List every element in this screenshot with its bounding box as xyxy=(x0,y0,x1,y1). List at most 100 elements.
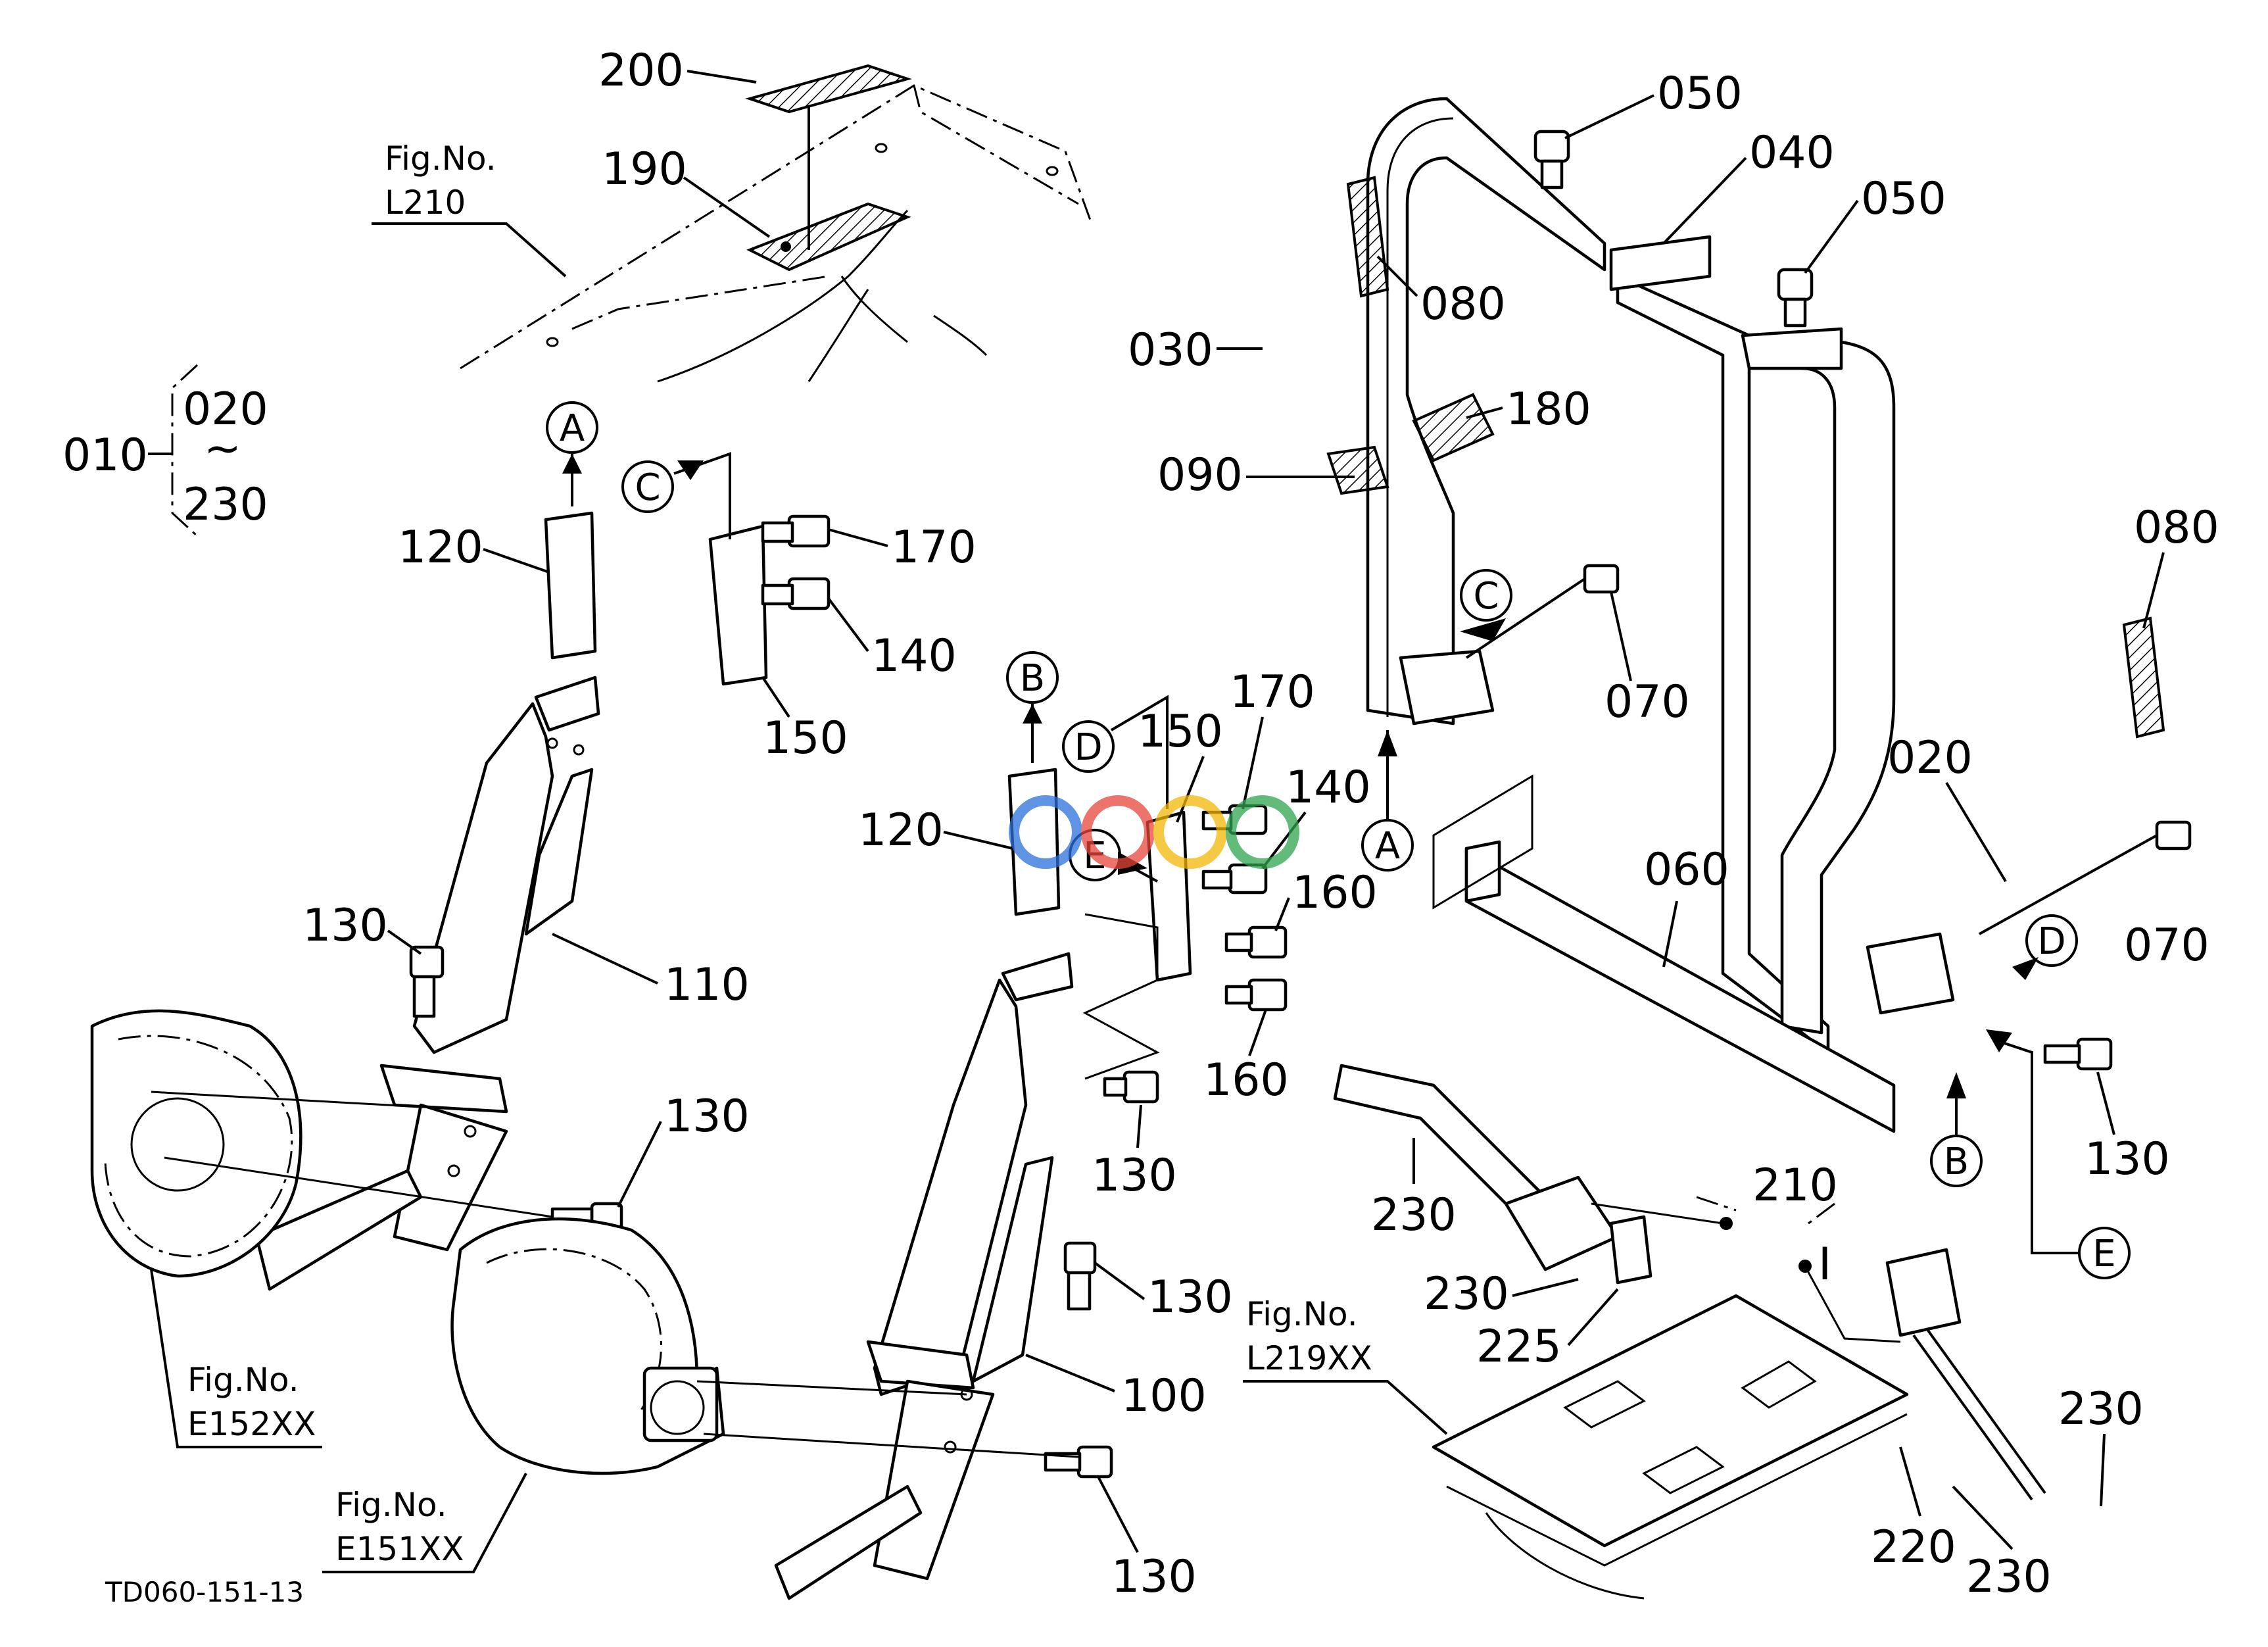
fig-ref-l219xx: Fig.No. L219XX xyxy=(1243,1295,1448,1435)
seat-base-l219xx xyxy=(1432,1294,1909,1600)
drawing-code: TD060-151-13 xyxy=(105,1576,304,1608)
svg-text:Fig.No.: Fig.No. xyxy=(1246,1295,1358,1333)
bolt-130-center-a-icon xyxy=(1103,1070,1159,1104)
svg-text:050: 050 xyxy=(1861,173,1946,225)
part-label-i: I xyxy=(1818,1239,1831,1291)
label-090-icon xyxy=(1326,445,1389,495)
decal-200-icon xyxy=(745,64,912,114)
bolt-140-center-icon xyxy=(1201,863,1268,895)
fig-ref-l210: Fig.No. L210 xyxy=(372,139,567,278)
svg-text:210: 210 xyxy=(1752,1160,1838,1212)
bolt-070-lower-icon xyxy=(1979,820,2192,935)
part-label-020: 020 xyxy=(1887,732,2007,883)
assembly-range-label: 010 020 ~ 230 xyxy=(62,364,268,537)
svg-text:E152XX: E152XX xyxy=(187,1405,316,1443)
seat-belt-assembly xyxy=(1333,1064,2046,1501)
part-label-160-a: 160 xyxy=(1274,867,1378,931)
svg-text:090: 090 xyxy=(1157,449,1243,501)
svg-text:A: A xyxy=(1375,825,1400,868)
svg-text:170: 170 xyxy=(891,522,977,574)
part-label-030: 030 xyxy=(1128,324,1263,376)
part-label-080-a: 080 xyxy=(1376,255,1506,330)
svg-text:200: 200 xyxy=(598,45,684,97)
part-label-200: 200 xyxy=(598,45,757,97)
part-label-130-d: 130 xyxy=(1094,1262,1233,1323)
svg-text:080: 080 xyxy=(2134,502,2219,554)
svg-text:130: 130 xyxy=(1111,1551,1197,1603)
part-label-120-b: 120 xyxy=(858,804,1013,856)
svg-text:130: 130 xyxy=(664,1091,750,1143)
svg-text:080: 080 xyxy=(1420,278,1506,330)
rops-upper-arch xyxy=(1366,97,1955,1054)
svg-text:225: 225 xyxy=(1476,1321,1562,1373)
bolt-140-left-icon xyxy=(761,577,831,610)
callout-c-left: C xyxy=(621,452,731,539)
svg-text:040: 040 xyxy=(1749,127,1835,179)
svg-text:A: A xyxy=(560,407,585,450)
part-label-050-a: 050 xyxy=(1564,68,1743,139)
part-label-130-c: 130 xyxy=(1092,1104,1177,1202)
fig-ref-e152xx: Fig.No. E152XX xyxy=(150,1269,322,1448)
svg-text:100: 100 xyxy=(1121,1370,1207,1422)
part-label-210: 210 xyxy=(1591,1160,1901,1343)
callout-b-right: B xyxy=(1930,1072,1983,1187)
svg-text:B: B xyxy=(1020,657,1045,700)
part-label-090: 090 xyxy=(1157,449,1355,501)
svg-text:D: D xyxy=(2037,920,2065,963)
label-080-right-icon xyxy=(2122,616,2165,739)
svg-text:180: 180 xyxy=(1506,383,1591,435)
part-label-040: 040 xyxy=(1662,127,1835,245)
svg-text:150: 150 xyxy=(1138,706,1223,758)
part-label-130-b: 130 xyxy=(617,1091,750,1208)
svg-text:060: 060 xyxy=(1644,844,1729,896)
part-label-230-d: 230 xyxy=(2058,1383,2144,1507)
svg-text:140: 140 xyxy=(871,630,957,682)
part-label-180: 180 xyxy=(1466,383,1591,435)
housing-e152xx xyxy=(90,1009,553,1278)
part-label-050-b: 050 xyxy=(1804,173,1946,274)
part-label-110: 110 xyxy=(552,933,750,1011)
rops-left-lower-frame xyxy=(254,676,600,1291)
svg-text:130: 130 xyxy=(1092,1150,1177,1202)
svg-text:230: 230 xyxy=(1371,1189,1457,1241)
svg-text:150: 150 xyxy=(763,712,848,764)
part-label-230-c: 230 xyxy=(1952,1485,2052,1603)
svg-text:230: 230 xyxy=(1424,1268,1509,1320)
part-label-100: 100 xyxy=(1025,1354,1207,1422)
svg-text:190: 190 xyxy=(602,143,687,195)
part-label-130-a: 130 xyxy=(302,900,422,955)
part-label-130-e: 130 xyxy=(1097,1476,1197,1603)
part-label-130-f: 130 xyxy=(2085,1071,2170,1185)
part-label-070-b: 070 xyxy=(2124,920,2209,971)
svg-text:020: 020 xyxy=(183,383,268,435)
label-080-upper-icon xyxy=(1346,176,1389,298)
part-label-070-a: 070 xyxy=(1604,591,1690,728)
cgsc-watermark-logo xyxy=(1009,795,1299,869)
svg-text:120: 120 xyxy=(398,522,483,574)
callout-d-right: D xyxy=(2012,914,2078,980)
svg-text:050: 050 xyxy=(1657,68,1743,120)
bolt-130-left-a-icon xyxy=(409,945,445,1018)
part-label-080-b: 080 xyxy=(2134,502,2219,629)
svg-text:020: 020 xyxy=(1887,732,1973,784)
svg-text:D: D xyxy=(1074,726,1102,769)
svg-text:130: 130 xyxy=(302,900,388,952)
part-label-225: 225 xyxy=(1476,1288,1619,1373)
bolt-160-upper-icon xyxy=(1224,925,1288,959)
part-label-160-b: 160 xyxy=(1203,1009,1289,1106)
part-label-060: 060 xyxy=(1644,844,1729,968)
part-label-150-a: 150 xyxy=(761,676,848,764)
svg-text:L219XX: L219XX xyxy=(1246,1339,1372,1377)
bolt-170-left-icon xyxy=(761,514,831,548)
callout-b-center: B xyxy=(1006,651,1059,763)
svg-text:B: B xyxy=(1944,1141,1969,1183)
svg-text:160: 160 xyxy=(1292,867,1378,919)
pin-050-left-icon xyxy=(1533,130,1570,189)
svg-text:C: C xyxy=(1473,575,1499,618)
svg-text:170: 170 xyxy=(1230,666,1315,718)
crossbar-060 xyxy=(1432,774,1896,1133)
svg-text:010: 010 xyxy=(62,430,148,481)
callout-c-right: C xyxy=(1460,569,1512,641)
part-label-120-a: 120 xyxy=(398,522,550,574)
